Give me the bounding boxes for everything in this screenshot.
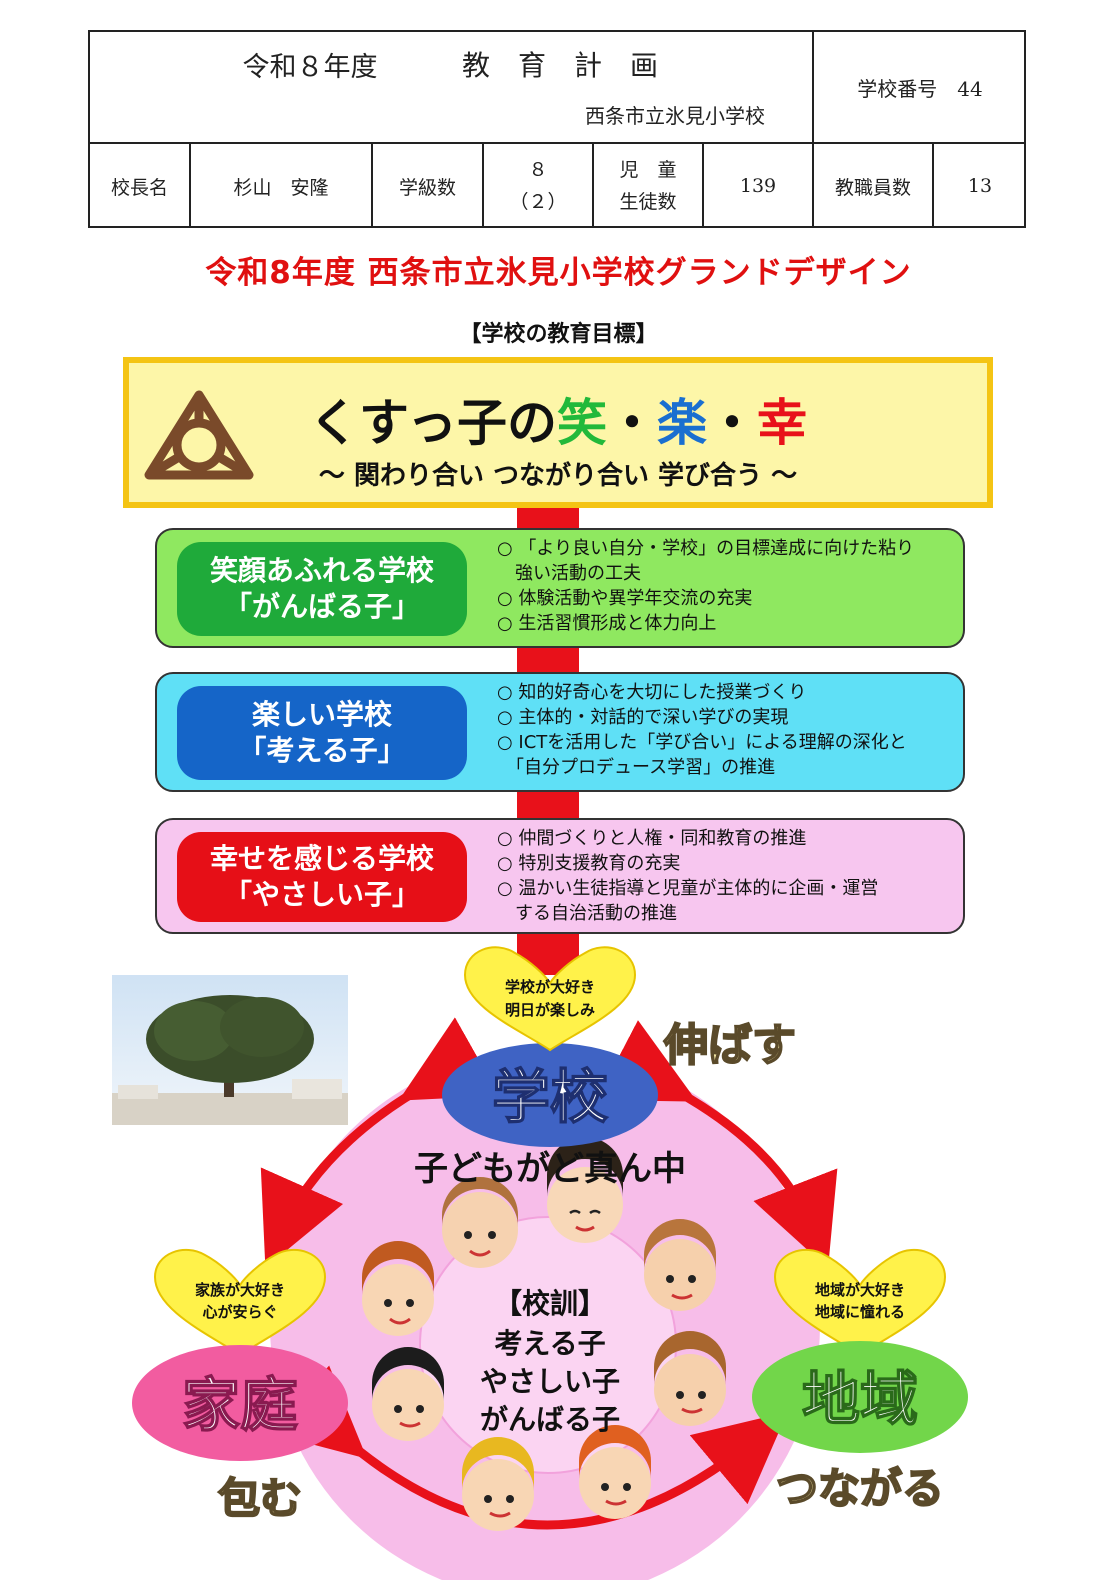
panel-items: ○ 仲間づくりと人権・同和教育の推進 ○ 特別支援教育の充実 ○ 温かい生徒指導… <box>497 826 957 926</box>
panel-happy-school: 幸せを感じる学校 「やさしい子」 ○ 仲間づくりと人権・同和教育の推進 ○ 特別… <box>155 818 965 934</box>
pill-smile-school: 笑顔あふれる学校 「がんばる子」 <box>177 542 467 636</box>
list-item: ○ 仲間づくりと人権・同和教育の推進 <box>497 828 807 849</box>
pill-fun-school: 楽しい学校 「考える子」 <box>177 686 467 780</box>
students-value: 139 <box>739 175 777 197</box>
tsutsumu-label: 包む <box>218 1474 302 1523</box>
table-divider <box>189 142 191 228</box>
list-item: 「自分プロデュース学習」の推進 <box>497 757 776 778</box>
class-count-label: 学級数 <box>398 176 456 199</box>
education-goal-label: 【学校の教育目標】 <box>459 322 658 347</box>
table-divider <box>90 142 1024 144</box>
motto-line1: 考える子 <box>494 1327 605 1360</box>
arrow-school-family <box>260 1017 500 1268</box>
school-name: 西条市立氷見小学校 <box>585 103 765 128</box>
family-node <box>132 1345 348 1461</box>
panel-smile-school: 笑顔あふれる学校 「がんばる子」 ○ 「より良い自分・学校」の目標達成に向けた粘… <box>155 528 965 648</box>
motto-happy: 幸 <box>757 394 807 452</box>
family-heart-line1: 家族が大好き <box>195 1281 285 1299</box>
staff-label: 教職員数 <box>834 176 911 199</box>
students-label-line2: 生徒数 <box>619 191 677 213</box>
table-divider <box>482 142 484 228</box>
motto-smile: 笑 <box>557 394 607 452</box>
panel-fun-school: 楽しい学校 「考える子」 ○ 知的好奇心を大切にした授業づくり ○ 主体的・対話… <box>155 672 965 792</box>
arrow-family-region <box>269 1365 788 1530</box>
list-item: ○ 生活習慣形成と体力向上 <box>497 613 717 634</box>
list-item: ○ 体験活動や異学年交流の充実 <box>497 588 753 609</box>
table-divider <box>932 142 934 228</box>
list-item: する自治活動の推進 <box>497 903 677 924</box>
region-label: 地域 <box>802 1365 918 1433</box>
class-count-special: （２） <box>509 191 567 213</box>
pill-title: 幸せを感じる学校 <box>209 842 434 875</box>
motto-line2: やさしい子 <box>480 1365 620 1398</box>
panel-items: ○ 「より良い自分・学校」の目標達成に向けた粘り 強い活動の工夫 ○ 体験活動や… <box>497 536 957 636</box>
table-divider <box>812 142 814 228</box>
family-label: 家庭 <box>182 1371 298 1439</box>
center-caption: 子どもがど真ん中 <box>414 1149 686 1189</box>
motto-prefix: くすっ子の <box>309 394 557 452</box>
list-item: ○ 「より良い自分・学校」の目標達成に向けた粘り <box>497 538 915 559</box>
children-illustration <box>362 1137 726 1531</box>
grand-design-title: 令和8年度 西条市立氷見小学校グランドデザイン <box>205 255 912 291</box>
motto-fun: 楽 <box>657 394 707 452</box>
principal-name: 杉山 安隆 <box>233 176 329 199</box>
list-item: ○ 主体的・対話的で深い学びの実現 <box>497 707 789 728</box>
list-item: 強い活動の工夫 <box>497 563 641 584</box>
pill-subtitle: 「がんばる子」 <box>223 590 420 623</box>
plan-title: 教 育 計 画 <box>461 49 658 82</box>
header-table: 令和８年度 教 育 計 画 西条市立氷見小学校 学校番号 44 校長名 杉山 安… <box>88 30 1026 228</box>
pill-subtitle: 「やさしい子」 <box>223 878 420 911</box>
motto-title: 【校訓】 <box>494 1287 606 1320</box>
tsunagaru-label: つながる <box>776 1464 944 1513</box>
school-emblem-icon <box>144 390 254 480</box>
table-divider <box>812 32 814 142</box>
community-diagram: 学校 学校が大好き 明日が楽しみ 伸ばす 子どもがど真ん中 家族が大好き 心が安… <box>132 946 968 1580</box>
school-node <box>442 1043 658 1147</box>
table-divider <box>702 142 704 228</box>
list-item: ○ 知的好奇心を大切にした授業づくり <box>497 682 807 703</box>
list-item: ○ 温かい生徒指導と児童が主体的に企画・運営 <box>497 878 879 899</box>
students-label: 児 童 生徒数 <box>594 144 702 228</box>
pill-title: 楽しい学校 <box>251 698 392 731</box>
region-heart-line1: 地域が大好き <box>815 1281 905 1299</box>
panel-items: ○ 知的好奇心を大切にした授業づくり ○ 主体的・対話的で深い学びの実現 ○ I… <box>497 680 957 780</box>
education-goal-box: くすっ子の笑・楽・幸 ～ 関わり合い つながり合い 学び合う ～ <box>123 357 993 508</box>
school-heart-icon <box>463 946 637 1052</box>
pill-title: 笑顔あふれる学校 <box>209 554 434 587</box>
motto-subtitle: ～ 関わり合い つながり合い 学び合う ～ <box>318 461 798 491</box>
region-heart-line2: 地域に憧れる <box>815 1303 905 1321</box>
education-motto: くすっ子の笑・楽・幸 <box>129 383 987 455</box>
region-heart-icon <box>773 1249 947 1357</box>
pill-happy-school: 幸せを感じる学校 「やさしい子」 <box>177 832 467 922</box>
family-heart-icon <box>153 1249 327 1357</box>
school-heart-line1: 学校が大好き <box>505 978 595 996</box>
principal-label: 校長名 <box>110 176 168 199</box>
arrow-school-region <box>596 1020 838 1269</box>
school-number: 学校番号 44 <box>857 76 983 101</box>
table-divider <box>592 142 594 228</box>
motto-separator: ・ <box>707 394 757 452</box>
motto-line3: がんばる子 <box>480 1403 620 1436</box>
school-label: 学校 <box>492 1063 608 1131</box>
class-count-number: ８ <box>528 159 548 181</box>
table-divider <box>371 142 373 228</box>
motto-separator: ・ <box>607 394 657 452</box>
students-label-line1: 児 童 <box>619 159 677 181</box>
list-item: ○ ICTを活用した「学び合い」による理解の深化と <box>497 732 907 753</box>
family-heart-line2: 心が安らぐ <box>202 1303 277 1321</box>
pill-subtitle: 「考える子」 <box>238 734 406 767</box>
staff-value: 13 <box>967 175 993 197</box>
school-heart-line2: 明日が楽しみ <box>505 1001 595 1019</box>
nobasu-label: 伸ばす <box>663 1020 796 1071</box>
fiscal-year: 令和８年度 <box>242 51 378 83</box>
region-node <box>752 1341 968 1453</box>
class-count-value: ８ （２） <box>484 144 592 228</box>
list-item: ○ 特別支援教育の充実 <box>497 853 681 874</box>
